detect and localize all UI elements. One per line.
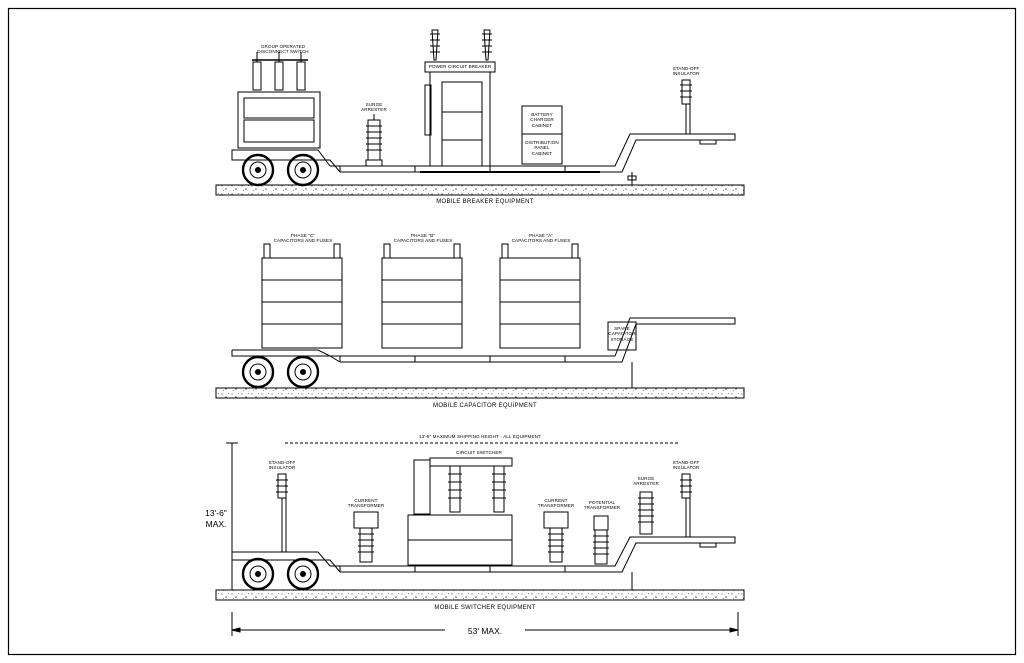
pt-label: POTENTIAL TRANSFORMER (583, 500, 621, 511)
ct-left-label: CURRENT TRANSFORMER (347, 498, 385, 509)
breaker-title: MOBILE BREAKER EQUIPMENT (436, 199, 534, 205)
spare-capacitor-storage (607, 321, 637, 351)
switcher-ground (215, 589, 745, 601)
sheet-border (7, 7, 1017, 656)
standoff-insulator-right (680, 473, 717, 548)
phase-a-label: PHASE "A" CAPACITORS AND FUSES (511, 233, 571, 244)
capacitor-wheels (241, 355, 320, 389)
height-dimension-label: 13'-6" MAX. (205, 508, 227, 529)
spare-storage-label: SPARE CAPACITOR STORAGE (608, 326, 636, 342)
standoff-insulator-breaker (680, 79, 717, 145)
surge-arrester-switcher-label: SURGE ARRESTER (633, 476, 659, 487)
standoff-insulator-left (276, 473, 288, 552)
capacitor-rack-phase-a (499, 243, 581, 349)
current-transformer-right (543, 511, 569, 563)
standoff-right-label: STAND-OFF INSULATOR (672, 460, 700, 471)
capacitor-trailer (231, 317, 736, 388)
capacitor-ground (215, 387, 745, 399)
surge-arrester-label: SURGE ARRESTER (361, 102, 387, 113)
capacitor-rack-phase-c (261, 243, 343, 349)
breaker-wheels (241, 153, 320, 187)
power-circuit-breaker (424, 29, 496, 167)
length-dimension-label: 53' MAX. (445, 626, 525, 637)
surge-arrester (365, 114, 383, 167)
standoff-label-breaker: STAND-OFF INSULATOR (672, 66, 700, 77)
current-transformer-left (353, 511, 379, 563)
ct-right-label: CURRENT TRANSFORMER (537, 498, 575, 509)
phase-c-label: PHASE "C" CAPACITORS AND FUSES (273, 233, 333, 244)
capacitor-rack-phase-b (381, 243, 463, 349)
power-breaker-label: POWER CIRCUIT BREAKER (428, 64, 492, 69)
switcher-wheels (241, 557, 320, 591)
group-switch-label: GROUP OPERATED DISCONNECT SWITCH (257, 44, 309, 55)
circuit-switcher (407, 457, 513, 566)
battery-charger-cabinet (521, 105, 563, 165)
switcher-trailer (231, 536, 736, 590)
breaker-trailer (231, 133, 736, 185)
standoff-left-label: STAND-OFF INSULATOR (268, 460, 296, 471)
max-height-label: 13'-6" MAXIMUM SHIPPING HEIGHT - ALL EQU… (419, 434, 541, 439)
phase-b-label: PHASE "B" CAPACITORS AND FUSES (393, 233, 453, 244)
switcher-title: MOBILE SWITCHER EQUIPMENT (434, 605, 536, 611)
distribution-cabinet-label: DISTRIBUTION PANEL CABINET (525, 140, 559, 156)
group-operated-switch (237, 52, 321, 149)
height-dimension (226, 442, 238, 590)
circuit-switcher-label: CIRCUIT SWITCHER (456, 450, 502, 455)
capacitor-title: MOBILE CAPACITOR EQUIPMENT (433, 403, 537, 409)
potential-transformer (593, 515, 609, 565)
surge-arrester-switcher (638, 491, 654, 535)
breaker-ground (215, 184, 745, 196)
battery-cabinet-label: BATTERY CHARGER CABINET (530, 112, 554, 128)
